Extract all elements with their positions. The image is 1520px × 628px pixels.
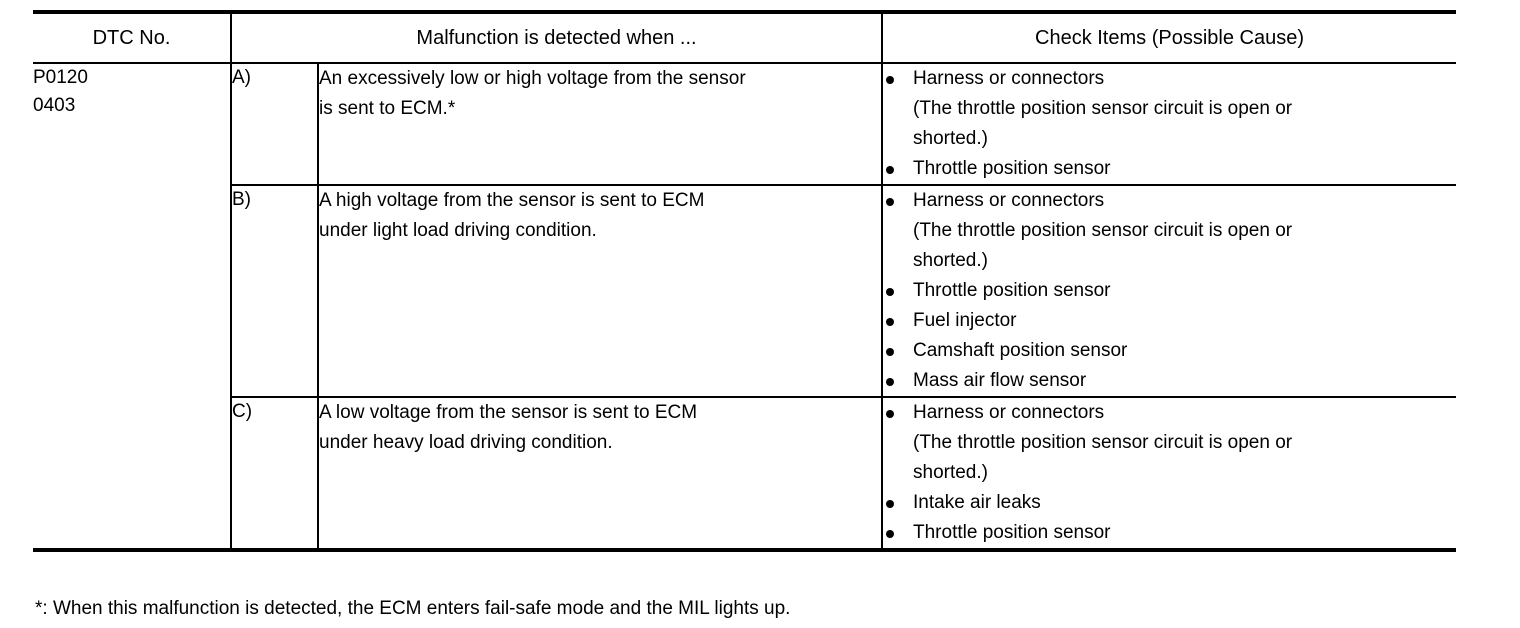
cell-check-items-b: Harness or connectors (The throttle posi… (882, 184, 1456, 397)
cell-row-label-c: C) (231, 396, 319, 548)
bullet-dot-icon (886, 348, 894, 356)
list-item: Throttle position sensor (883, 518, 1456, 548)
bullet-dot-icon (886, 198, 894, 206)
bullet-dot-icon (886, 288, 894, 296)
check-item-text: Throttle position sensor (913, 280, 1111, 301)
check-item-subtext-2: shorted.) (913, 250, 988, 271)
list-item: Fuel injector (883, 306, 1456, 336)
check-item-subtext-1: (The throttle position sensor circuit is… (913, 220, 1293, 241)
header-malfunction: Malfunction is detected when ... (231, 14, 883, 64)
check-item-text: Mass air flow sensor (913, 370, 1087, 391)
list-item: Harness or connectors (The throttle posi… (883, 398, 1456, 488)
table-row: P0120 0403 A) An excessively low or high… (33, 63, 1456, 548)
bullet-dot-icon (886, 318, 894, 326)
footnote-text: *: When this malfunction is detected, th… (35, 598, 791, 619)
check-item-subtext-1: (The throttle position sensor circuit is… (913, 98, 1293, 119)
header-dtc-no: DTC No. (33, 14, 232, 64)
cell-check-items-a: Harness or connectors (The throttle posi… (882, 63, 1456, 185)
list-item: Throttle position sensor (883, 276, 1456, 306)
bullet-dot-icon (886, 530, 894, 538)
list-item: Harness or connectors (The throttle posi… (883, 186, 1456, 276)
bullet-dot-icon (886, 378, 894, 386)
cell-dtc-number: P0120 0403 (33, 63, 232, 548)
check-item-text: Harness or connectors (913, 68, 1105, 89)
check-item-text: Throttle position sensor (913, 522, 1111, 543)
cell-description-c: A low voltage from the sensor is sent to… (318, 396, 883, 548)
description-line-1: A low voltage from the sensor is sent to… (319, 402, 698, 423)
check-items-list: Harness or connectors (The throttle posi… (883, 398, 1456, 548)
dtc-diagnostic-table: DTC No. Malfunction is detected when ...… (33, 10, 1456, 552)
cell-description-b: A high voltage from the sensor is sent t… (318, 184, 883, 397)
list-item: Intake air leaks (883, 488, 1456, 518)
check-item-subtext-1: (The throttle position sensor circuit is… (913, 432, 1293, 453)
description-line-2: under heavy load driving condition. (319, 432, 613, 453)
cell-check-items-c: Harness or connectors (The throttle posi… (882, 396, 1456, 548)
description-line-1: An excessively low or high voltage from … (319, 68, 746, 89)
bullet-dot-icon (886, 410, 894, 418)
description-line-2: under light load driving condition. (319, 220, 597, 241)
bullet-dot-icon (886, 166, 894, 174)
check-item-text: Harness or connectors (913, 402, 1105, 423)
list-item: Harness or connectors (The throttle posi… (883, 64, 1456, 154)
list-item: Mass air flow sensor (883, 366, 1456, 396)
check-item-text: Harness or connectors (913, 190, 1105, 211)
cell-description-a: An excessively low or high voltage from … (318, 63, 883, 185)
list-item: Camshaft position sensor (883, 336, 1456, 366)
list-item: Throttle position sensor (883, 154, 1456, 184)
bullet-dot-icon (886, 500, 894, 508)
cell-row-label-a: A) (231, 63, 319, 185)
cell-row-label-b: B) (231, 184, 319, 397)
description-line-2: is sent to ECM.* (319, 98, 456, 119)
table-bottom-rule (33, 546, 1456, 552)
table-row: C) A low voltage from the sensor is sent… (33, 396, 1456, 548)
check-item-subtext-2: shorted.) (913, 128, 988, 149)
description-line-1: A high voltage from the sensor is sent t… (319, 190, 705, 211)
check-item-subtext-2: shorted.) (913, 462, 988, 483)
table-header-row: DTC No. Malfunction is detected when ...… (33, 14, 1456, 64)
check-items-list: Harness or connectors (The throttle posi… (883, 186, 1456, 396)
check-item-text: Camshaft position sensor (913, 340, 1128, 361)
header-check-items: Check Items (Possible Cause) (882, 14, 1456, 64)
table-row: B) A high voltage from the sensor is sen… (33, 184, 1456, 397)
bullet-dot-icon (886, 76, 894, 84)
dtc-code-line-2: 0403 (33, 95, 76, 116)
check-item-text: Intake air leaks (913, 492, 1041, 513)
check-items-list: Harness or connectors (The throttle posi… (883, 64, 1456, 184)
check-item-text: Throttle position sensor (913, 158, 1111, 179)
dtc-code-line-1: P0120 (33, 67, 88, 88)
check-item-text: Fuel injector (913, 310, 1017, 331)
